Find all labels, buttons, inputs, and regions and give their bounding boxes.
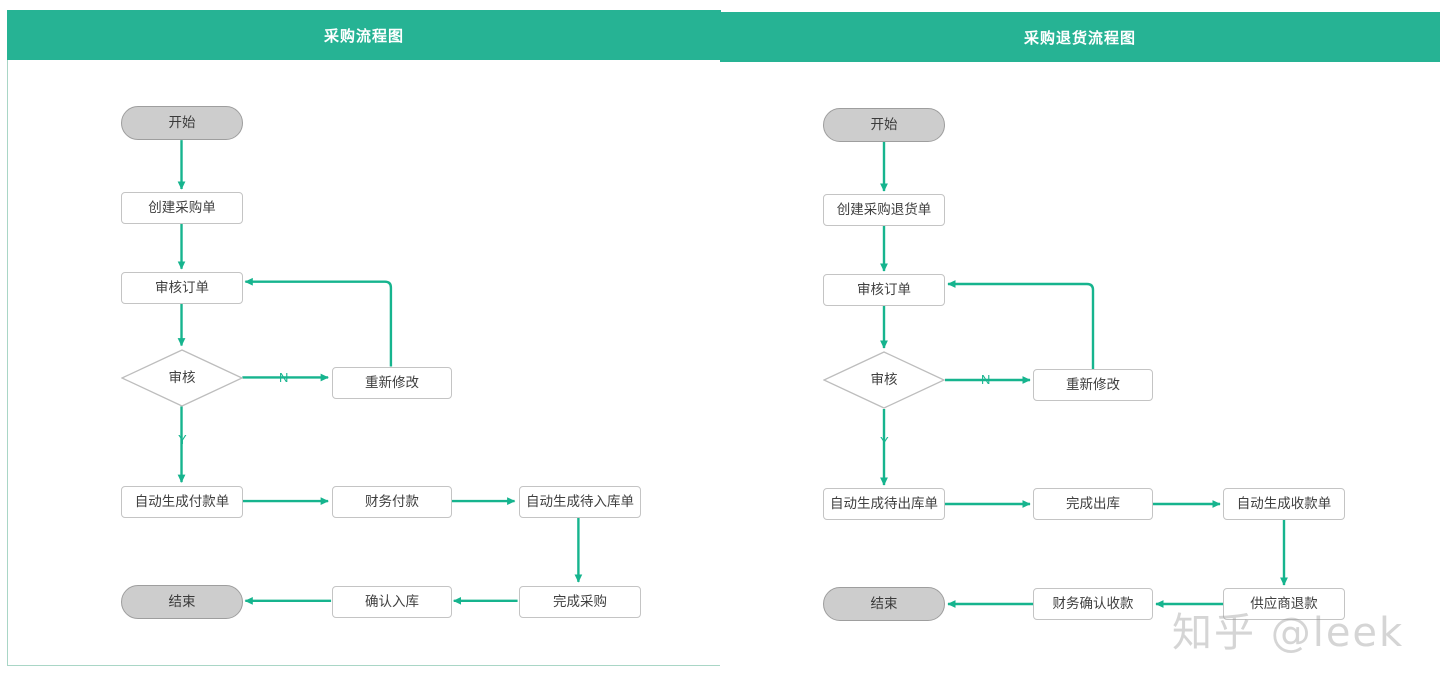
purchase-return-flow-title: 采购退货流程图 [720, 12, 1440, 62]
node-end[interactable]: 结束 [823, 587, 945, 621]
diamond-shape-icon [823, 351, 945, 409]
edge-label-no: N [981, 372, 991, 387]
node-label: 自动生成付款单 [134, 494, 230, 510]
node-label: 重新修改 [365, 375, 419, 391]
node-label: 审核 [168, 370, 196, 386]
node-generate-pending-inbound[interactable]: 自动生成待入库单 [519, 486, 641, 518]
node-remodify[interactable]: 重新修改 [332, 367, 452, 399]
node-end[interactable]: 结束 [121, 585, 243, 619]
node-label: 结束 [870, 596, 898, 612]
node-decision-audit[interactable]: 审核 [823, 351, 945, 409]
node-start[interactable]: 开始 [823, 108, 945, 142]
node-finance-payment[interactable]: 财务付款 [332, 486, 452, 518]
node-create-return-order[interactable]: 创建采购退货单 [823, 194, 945, 226]
node-confirm-inbound[interactable]: 确认入库 [332, 586, 452, 618]
edge-label-no: N [279, 370, 289, 385]
purchase-flow-panel: 采购流程图 开始 [7, 10, 721, 666]
purchase-flow-canvas: 开始 创建采购单 审核订单 审核 重新修改 自动生成付款单 财务付款 自动生成待… [8, 60, 720, 665]
node-decision-audit[interactable]: 审核 [121, 349, 243, 407]
node-generate-pending-outbound[interactable]: 自动生成待出库单 [823, 488, 945, 520]
purchase-flow-title: 采购流程图 [7, 10, 721, 60]
node-label: 重新修改 [1066, 377, 1120, 393]
node-audit-order[interactable]: 审核订单 [823, 274, 945, 306]
purchase-flow-connectors [177, 140, 583, 605]
diamond-shape-icon [121, 349, 243, 407]
node-label: 结束 [168, 594, 196, 610]
node-complete-purchase[interactable]: 完成采购 [519, 586, 641, 618]
node-label: 审核订单 [155, 280, 209, 296]
node-complete-outbound[interactable]: 完成出库 [1033, 488, 1153, 520]
node-label: 审核 [870, 372, 898, 388]
node-label: 创建采购退货单 [836, 202, 932, 218]
node-create-purchase-order[interactable]: 创建采购单 [121, 192, 243, 224]
purchase-return-flow-panel: 采购退货流程图 开始 [720, 12, 1440, 666]
node-generate-payment-order[interactable]: 自动生成付款单 [121, 486, 243, 518]
node-finance-confirm-receipt[interactable]: 财务确认收款 [1033, 588, 1153, 620]
zhihu-watermark: 知乎 @leek [1172, 610, 1405, 656]
node-supplier-refund[interactable]: 供应商退款 [1223, 588, 1345, 620]
node-label: 开始 [870, 117, 898, 133]
node-remodify[interactable]: 重新修改 [1033, 369, 1153, 401]
purchase-return-flow-canvas: 开始 创建采购退货单 审核订单 审核 重新修改 自动生成待出库单 完成出库 自动… [720, 62, 1440, 666]
node-label: 审核订单 [857, 282, 911, 298]
node-label: 完成采购 [553, 594, 607, 610]
node-label: 自动生成待入库单 [526, 494, 634, 510]
node-label: 完成出库 [1066, 496, 1120, 512]
node-label: 自动生成收款单 [1236, 496, 1332, 512]
node-label: 自动生成待出库单 [830, 496, 938, 512]
node-label: 财务付款 [365, 494, 419, 510]
node-generate-receipt-order[interactable]: 自动生成收款单 [1223, 488, 1345, 520]
node-label: 供应商退款 [1250, 596, 1318, 612]
node-label: 财务确认收款 [1052, 596, 1134, 612]
edge-label-yes: Y [178, 432, 187, 447]
node-label: 确认入库 [365, 594, 419, 610]
node-audit-order[interactable]: 审核订单 [121, 272, 243, 304]
edge-label-yes: Y [880, 434, 889, 449]
node-label: 创建采购单 [148, 200, 216, 216]
node-label: 开始 [168, 115, 196, 131]
node-start[interactable]: 开始 [121, 106, 243, 140]
